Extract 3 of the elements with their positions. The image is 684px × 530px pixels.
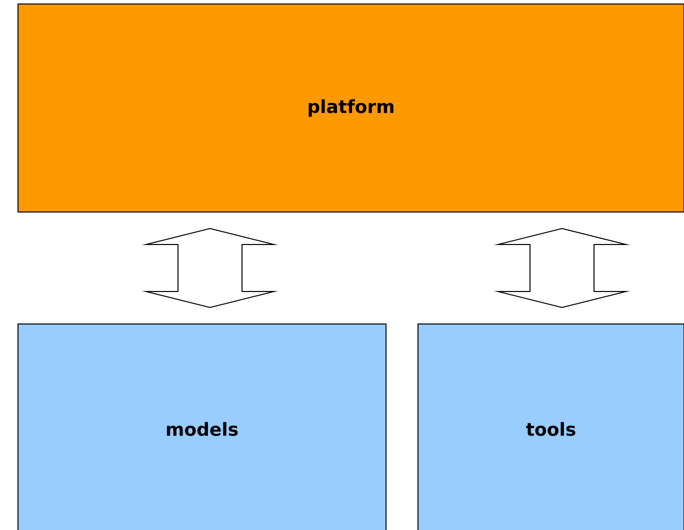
- box: models: [18, 324, 386, 530]
- box: tools: [418, 324, 684, 530]
- box: platform: [18, 4, 684, 212]
